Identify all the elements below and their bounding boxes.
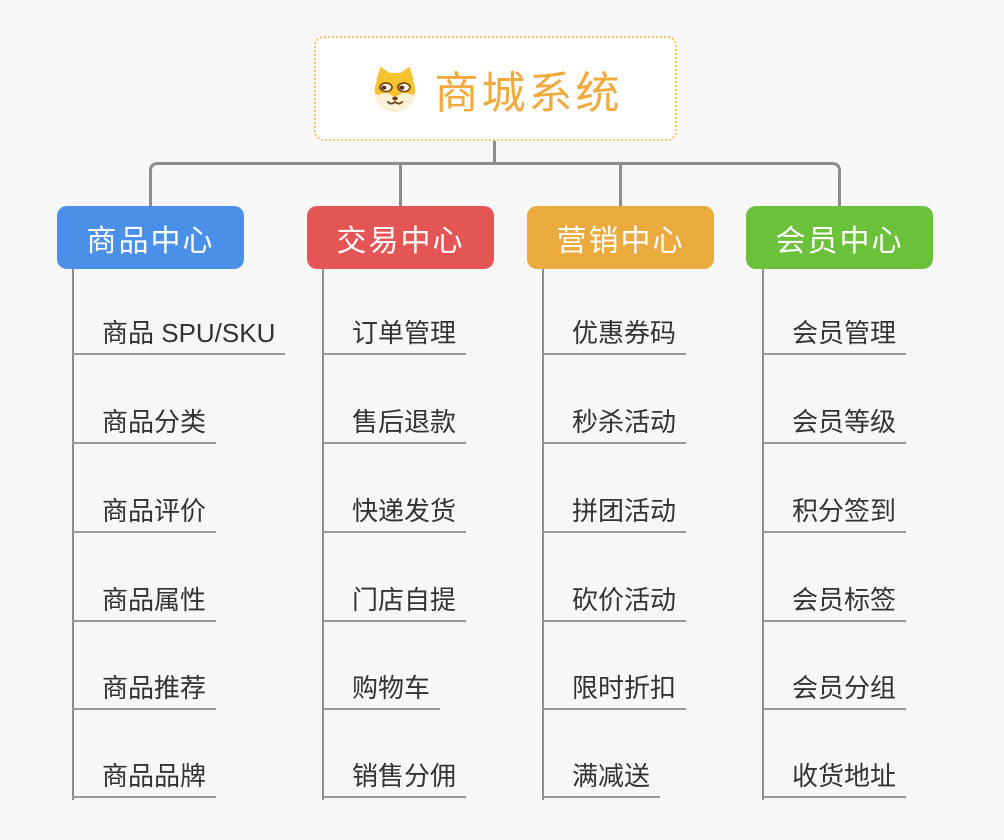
trunk-line-marketing [542, 269, 544, 800]
leaf-node[interactable]: 秒杀活动 [542, 407, 687, 444]
leaf-node[interactable]: 商品评价 [72, 496, 217, 533]
leaf-node[interactable]: 商品分类 [72, 407, 217, 444]
branch-member-center[interactable]: 会员中心 [746, 206, 933, 269]
leaf-node[interactable]: 会员管理 [762, 318, 907, 355]
leaf-node[interactable]: 会员分组 [762, 673, 907, 710]
leaf-node[interactable]: 限时折扣 [542, 673, 687, 710]
leaf-node[interactable]: 门店自提 [322, 585, 467, 622]
leaf-node[interactable]: 快递发货 [322, 496, 467, 533]
leaf-node[interactable]: 购物车 [322, 673, 441, 710]
root-title: 商城系统 [434, 68, 623, 118]
leaf-node[interactable]: 积分签到 [762, 496, 907, 533]
branch-product-center[interactable]: 商品中心 [57, 206, 244, 269]
branch-trade-center[interactable]: 交易中心 [307, 206, 494, 269]
trunk-line-trade [322, 269, 324, 800]
root-node[interactable]: 商城系统 [314, 36, 677, 141]
leaf-node[interactable]: 商品属性 [72, 585, 217, 622]
leaf-node[interactable]: 满减送 [542, 761, 661, 798]
shiba-dog-icon [373, 66, 416, 112]
leaf-node[interactable]: 商品品牌 [72, 761, 217, 798]
leaf-node[interactable]: 优惠券码 [542, 318, 687, 355]
leaf-node[interactable]: 拼团活动 [542, 496, 687, 533]
trunk-line-product [72, 269, 74, 800]
leaf-node[interactable]: 订单管理 [322, 318, 467, 355]
trunk-line-member [762, 269, 764, 800]
branch-marketing-center[interactable]: 营销中心 [527, 206, 714, 269]
leaf-node[interactable]: 会员标签 [762, 585, 907, 622]
leaf-node[interactable]: 商品 SPU/SKU [72, 318, 286, 355]
leaf-node[interactable]: 会员等级 [762, 407, 907, 444]
leaf-node[interactable]: 砍价活动 [542, 585, 687, 622]
leaf-node[interactable]: 商品推荐 [72, 673, 217, 710]
leaf-node[interactable]: 收货地址 [762, 761, 907, 798]
leaf-node[interactable]: 售后退款 [322, 407, 467, 444]
leaf-node[interactable]: 销售分佣 [322, 761, 467, 798]
